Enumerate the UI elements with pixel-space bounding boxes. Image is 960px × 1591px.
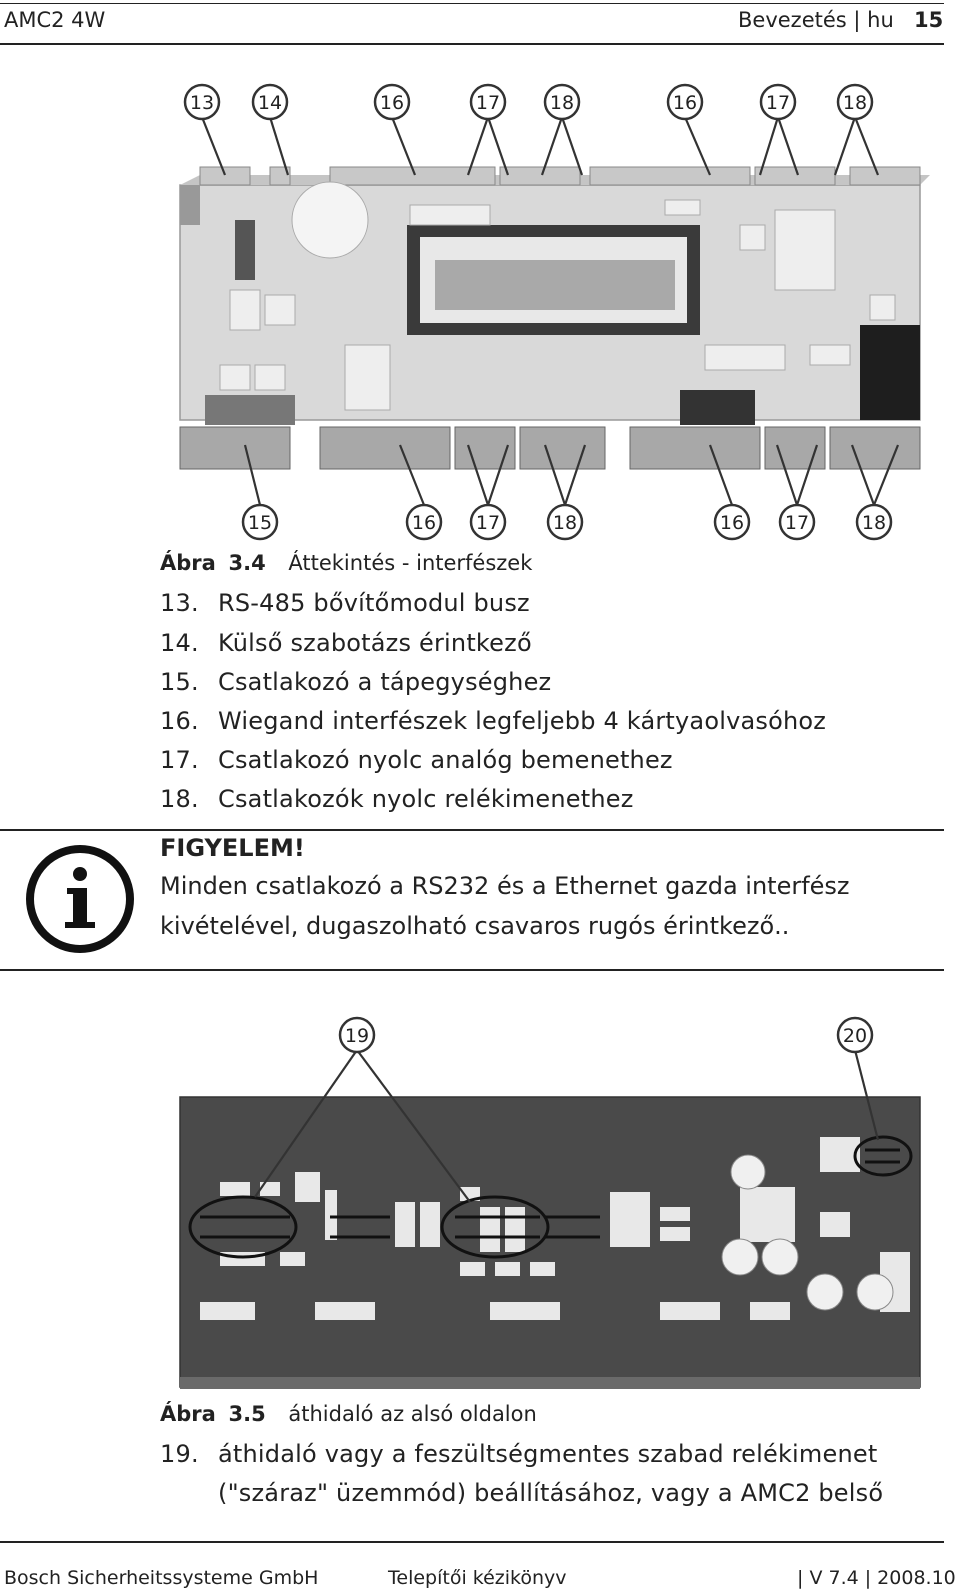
jumper-highlights (188, 1135, 913, 1259)
relay-block (860, 325, 920, 420)
notice-top-rule (0, 829, 944, 831)
svg-text:13: 13 (190, 92, 214, 114)
svg-text:15: 15 (248, 512, 272, 534)
callout-17b: 17 (759, 83, 797, 121)
callout-18b: 18 (836, 83, 874, 121)
bottom-connectors (179, 426, 921, 470)
callout-13: 13 (183, 83, 221, 121)
callout-15: 15 (241, 503, 279, 541)
callout-18c: 18 (546, 503, 584, 541)
svg-text:18: 18 (862, 512, 886, 534)
list-item: 18.Csatlakozók nyolc relékimenethez (160, 785, 634, 813)
header-connector (680, 390, 755, 425)
header-rule (0, 43, 944, 45)
footer-manual: Telepítői kézikönyv (388, 1567, 567, 1589)
svg-text:14: 14 (258, 92, 282, 114)
svg-text:16: 16 (412, 512, 436, 534)
list-item: 15.Csatlakozó a tápegységhez (160, 668, 552, 696)
svg-text:17: 17 (785, 512, 809, 534)
page-number: 15 (914, 8, 944, 32)
jumper-pins (200, 1148, 900, 1239)
svg-text:17: 17 (476, 512, 500, 534)
header-title: AMC2 4W (4, 8, 106, 32)
board-top-figure: 13 14 16 17 18 16 17 18 15 16 17 18 16 1… (179, 83, 930, 541)
svg-text:18: 18 (553, 512, 577, 534)
footer-rule (0, 1541, 944, 1543)
caption-label: Ábra (160, 551, 216, 575)
svg-text:16: 16 (380, 92, 404, 114)
power-terminal (205, 395, 295, 425)
notice-title: FIGYELEM! (160, 834, 305, 862)
notice-line-2: kivételével, dugaszolható csavaros rugós… (160, 912, 790, 940)
svg-text:20: 20 (843, 1025, 867, 1047)
footer-company: Bosch Sicherheitssysteme GmbH (4, 1567, 319, 1589)
list-item: 19.áthidaló vagy a feszültségmentes szab… (160, 1440, 878, 1468)
callout-17: 17 (469, 83, 507, 121)
notice-bottom-rule (0, 969, 944, 971)
list-item: 14.Külső szabotázs érintkező (160, 629, 532, 657)
callout-16b: 16 (666, 83, 704, 121)
svg-text:17: 17 (766, 92, 790, 114)
callout-20: 20 (836, 1016, 874, 1054)
info-icon (26, 845, 134, 953)
svg-text:16: 16 (673, 92, 697, 114)
callout-18: 18 (543, 83, 581, 121)
caption-text: Áttekintés - interfészek (288, 551, 533, 575)
list-item: 13.RS-485 bővítőmodul busz (160, 589, 530, 617)
svg-text:16: 16 (720, 512, 744, 534)
callout-18d: 18 (855, 503, 893, 541)
svg-text:18: 18 (843, 92, 867, 114)
caption-label: Ábra (160, 1402, 216, 1426)
dip-switch (235, 220, 255, 280)
svg-text:17: 17 (476, 92, 500, 114)
callout-16c: 16 (405, 503, 443, 541)
list-item-continuation: ("száraz" üzemmód) beállításához, vagy a… (218, 1479, 884, 1507)
notice-line-1: Minden csatlakozó a RS232 és a Ethernet … (160, 872, 850, 900)
caption-number: 3.5 (228, 1402, 266, 1426)
jumper-highlight-left (188, 1195, 298, 1259)
board-bottom-figure: 19 20 (179, 1016, 921, 1389)
caption-text: áthidaló az alsó oldalon (288, 1402, 537, 1426)
figure1-caption: Ábra 3.4 Áttekintés - interfészek (160, 551, 532, 575)
caption-number: 3.4 (228, 551, 266, 575)
bottom-leader-lines (243, 444, 900, 506)
list-item: 16.Wiegand interfészek legfeljebb 4 kárt… (160, 707, 827, 735)
footer-version: | V 7.4 | 2008.10 (797, 1567, 956, 1589)
callout-19: 19 (338, 1016, 376, 1054)
coin-battery (291, 181, 369, 259)
figure2-caption: Ábra 3.5 áthidaló az alsó oldalon (160, 1402, 537, 1426)
callout-16d: 16 (713, 503, 751, 541)
solder-pads (200, 1137, 910, 1320)
svg-text:18: 18 (550, 92, 574, 114)
figure2-leader-lines (254, 1049, 880, 1203)
jumper-highlight-right (853, 1135, 913, 1177)
callout-16: 16 (373, 83, 411, 121)
callout-14: 14 (251, 83, 289, 121)
bottom-callouts: 15 16 17 18 16 17 18 (241, 503, 893, 541)
top-leader-lines (200, 116, 880, 176)
capacitors (721, 1154, 894, 1311)
callout-17d: 17 (778, 503, 816, 541)
figure2-callouts: 19 20 (338, 1016, 874, 1054)
top-callouts: 13 14 16 17 18 16 17 18 (183, 83, 874, 121)
header-section: Bevezetés | hu (738, 8, 894, 32)
callout-17c: 17 (469, 503, 507, 541)
jumper-highlight-center (440, 1195, 550, 1259)
lcd-screen (435, 260, 675, 310)
list-item: 17.Csatlakozó nyolc analóg bemenethez (160, 746, 673, 774)
board-bottom-edge (180, 1377, 920, 1389)
svg-text:19: 19 (345, 1025, 369, 1047)
header-top-rule (0, 3, 944, 4)
top-connectors (199, 166, 921, 186)
